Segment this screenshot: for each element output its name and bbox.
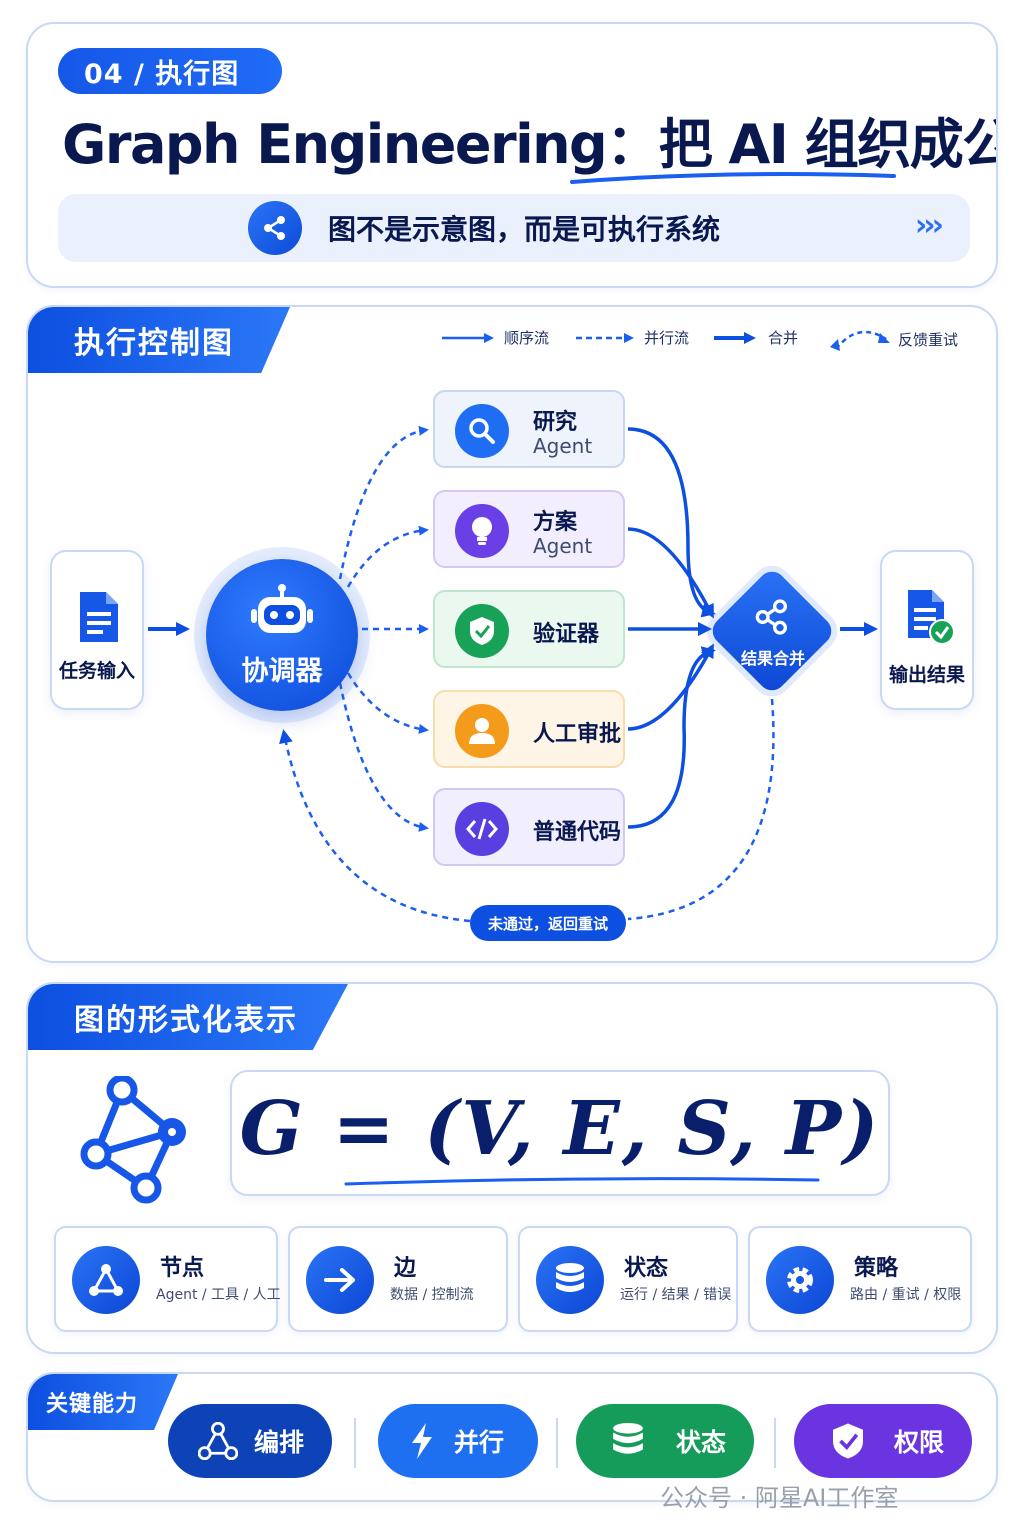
shield-check-icon <box>455 604 509 658</box>
divider <box>354 1418 356 1468</box>
curved-dashed-arrow-icon <box>830 330 890 351</box>
subtitle-banner: 图不是示意图，而是可执行系统 ››› <box>58 194 970 262</box>
divider <box>774 1418 776 1468</box>
search-icon <box>455 404 509 458</box>
execution-flow-card: 执行控制图 顺序流 并行流 合并 反馈重试 <box>26 305 998 963</box>
header-card: 04 / 执行图 Graph Engineering：把 AI 组织成公司 图不… <box>26 22 998 288</box>
divider <box>556 1418 558 1468</box>
database-icon <box>536 1246 604 1314</box>
shield-check-icon <box>818 1421 878 1461</box>
section-title-flow: 执行控制图 <box>28 307 290 373</box>
section-title-capabilities: 关键能力 <box>28 1374 178 1430</box>
solid-arrow-icon <box>442 332 494 343</box>
robot-icon <box>251 584 313 633</box>
formula-underline <box>344 1177 820 1186</box>
formal-representation-card: 图的形式化表示 G = (V, E, S, P) 节点 Agent / 工具 /… <box>26 982 998 1354</box>
graph-icon <box>80 1076 186 1204</box>
document-check-icon <box>908 590 955 645</box>
legend-parallel: 并行流 <box>574 327 689 348</box>
lightbulb-icon <box>455 504 509 558</box>
flow-connectors <box>148 425 878 923</box>
code-icon <box>455 802 509 856</box>
agent-plan: 方案 Agent <box>433 490 625 568</box>
legend-feedback: 反馈重试 <box>828 325 958 353</box>
agent-human-approval: 人工审批 <box>433 690 625 768</box>
database-icon <box>598 1421 658 1461</box>
capabilities-card: 关键能力 编排 并行 状态 权限 <box>26 1372 998 1502</box>
user-icon <box>455 704 509 758</box>
gear-icon <box>766 1246 834 1314</box>
nodes-icon <box>72 1246 140 1314</box>
watermark: 公众号 · 阿星AI工作室 <box>660 1484 899 1512</box>
share-icon <box>755 599 787 635</box>
formula-text: G = (V, E, S, P) <box>239 1086 881 1172</box>
coordinator-node: 协调器 <box>206 559 358 711</box>
legend-merge: 合并 <box>712 327 798 348</box>
output-label: 输出结果 <box>888 664 965 686</box>
chevrons-icon: ››› <box>914 208 944 243</box>
legend-sequential: 顺序流 <box>440 327 549 348</box>
share-icon <box>248 201 302 255</box>
formal-item-policy: 策略 路由 / 重试 / 权限 <box>748 1226 972 1332</box>
agent-plain-code: 普通代码 <box>433 788 625 866</box>
section-title-formal: 图的形式化表示 <box>28 984 348 1050</box>
agent-verifier: 验证器 <box>433 590 625 668</box>
formal-item-nodes: 节点 Agent / 工具 / 人工 <box>54 1226 281 1332</box>
nodes-icon <box>188 1422 248 1460</box>
retry-badge: 未通过，返回重试 <box>470 905 626 941</box>
formula-box: G = (V, E, S, P) <box>230 1070 890 1196</box>
dashed-arrow-icon <box>576 332 634 343</box>
formal-item-state: 状态 运行 / 结果 / 错误 <box>518 1226 738 1332</box>
task-input-label: 任务输入 <box>58 660 135 682</box>
task-input-node: 任务输入 <box>50 550 144 710</box>
capability-parallel: 并行 <box>378 1404 538 1478</box>
capability-state: 状态 <box>576 1404 754 1478</box>
subtitle-text: 图不是示意图，而是可执行系统 <box>328 213 721 246</box>
coordinator-label: 协调器 <box>241 656 323 687</box>
bold-arrow-icon <box>714 331 756 344</box>
document-icon <box>80 592 118 642</box>
capability-orchestration: 编排 <box>168 1404 332 1478</box>
title-underline <box>570 172 896 184</box>
output-node: 输出结果 <box>880 550 974 710</box>
arrow-right-icon <box>306 1246 374 1314</box>
bolt-icon <box>392 1421 452 1461</box>
merge-label: 结果合并 <box>740 649 805 668</box>
agent-research: 研究 Agent <box>433 390 625 468</box>
capability-permission: 权限 <box>794 1404 972 1478</box>
section-badge: 04 / 执行图 <box>58 48 282 94</box>
formal-item-edges: 边 数据 / 控制流 <box>288 1226 508 1332</box>
page-title: Graph Engineering：把 AI 组织成公司 <box>62 113 998 176</box>
